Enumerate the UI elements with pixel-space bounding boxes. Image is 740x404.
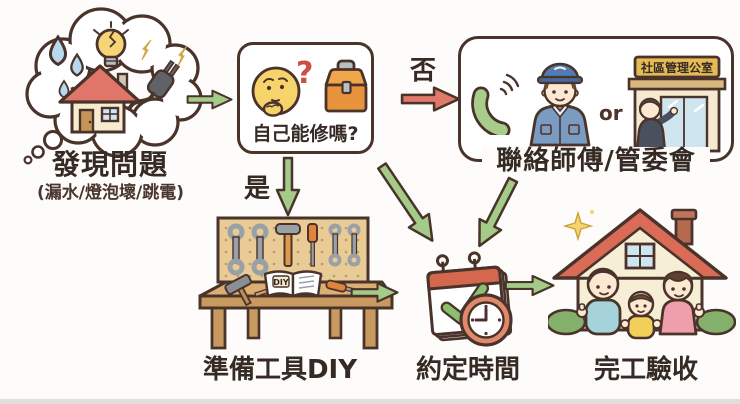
bottom-edge-strip <box>0 399 740 404</box>
small-house-icon <box>58 64 142 134</box>
family-house-icon <box>548 208 736 340</box>
workbench-icon: DIY <box>198 216 394 350</box>
thought-bubble-icon <box>23 7 203 165</box>
arrow-decision-to-schedule <box>377 162 434 242</box>
decision-box: ? 自己能修嗎? <box>237 42 374 154</box>
schedule-label: 約定時間 <box>415 355 520 385</box>
no-label: 否 <box>410 56 437 86</box>
water-drops-icon <box>49 34 84 99</box>
visitor-person-icon <box>635 97 679 153</box>
child-icon <box>620 290 662 340</box>
management-office-icon: 社區管理公室 <box>627 55 727 153</box>
repairman-icon <box>529 62 591 147</box>
discover-title: 發現問題 <box>51 148 168 181</box>
arrow-yes-down <box>275 156 301 217</box>
father-icon <box>576 267 622 336</box>
decision-question: 自己能修嗎? <box>252 123 359 146</box>
calendar-check-icon <box>426 251 513 347</box>
mallet-icon <box>224 274 252 307</box>
contact-box: or 社區管理公室 <box>458 36 734 162</box>
diy-label: 準備工具DIY <box>202 355 358 385</box>
building-sign-text: 社區管理公室 <box>640 60 713 75</box>
thinking-face-icon: ? <box>251 56 313 117</box>
thought-tail <box>23 130 63 165</box>
arrow-diy-to-schedule <box>350 282 399 303</box>
broken-lightbulb-icon <box>93 21 129 68</box>
power-plug-icon <box>127 39 188 111</box>
signal-waves-icon <box>499 73 520 96</box>
yes-label: 是 <box>244 174 271 204</box>
contact-label: 聯絡師傅/管委會 <box>482 147 710 176</box>
complete-label: 完工驗收 <box>593 355 698 385</box>
arrow-discover-to-decision <box>186 89 233 110</box>
toolbox-icon <box>324 59 368 113</box>
arrow-no <box>400 86 461 112</box>
discover-subtitle: (漏水/燈泡壞/跳電) <box>37 183 184 203</box>
sparkle-icon <box>562 210 594 242</box>
mother-icon <box>658 270 705 336</box>
pegboard-tools-icon <box>227 223 361 276</box>
question-mark-icon: ? <box>296 56 313 91</box>
diy-book-icon: DIY <box>263 270 323 298</box>
diy-book-text: DIY <box>273 278 289 287</box>
arrow-schedule-to-complete <box>504 274 555 297</box>
arrow-contact-to-schedule <box>478 176 519 248</box>
phone-icon <box>471 73 520 135</box>
clock-icon <box>459 293 513 347</box>
or-label: or <box>599 101 623 125</box>
